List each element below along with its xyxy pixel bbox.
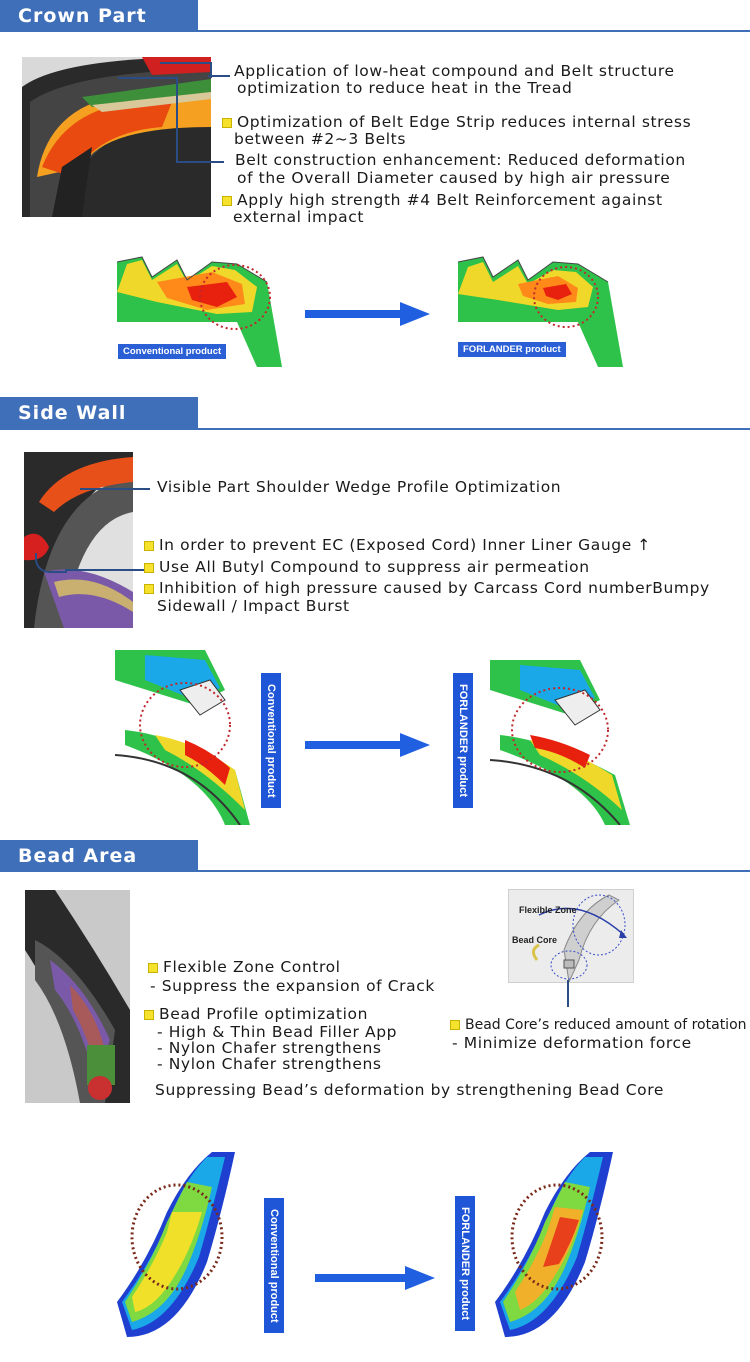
side-text-4a: Inhibition of high pressure caused by Ca… [144, 579, 710, 597]
bead-section-divider [0, 870, 750, 872]
bead-text-2d: - Nylon Chafer strengthens [157, 1055, 382, 1073]
side-fea-conventional-image [115, 650, 250, 825]
bead-arrow-icon [315, 1266, 435, 1290]
side-leader-line-2 [35, 553, 67, 573]
crown-text-2b: between #2~3 Belts [234, 130, 407, 148]
side-text-4b: Sidewall / Impact Burst [157, 597, 350, 615]
crown-badge-conventional: Conventional product [117, 343, 228, 360]
crown-text-3b: of the Overall Diameter caused by high a… [237, 169, 671, 187]
crown-text-1b: optimization to reduce heat in the Tread [237, 79, 573, 97]
side-badge-forlander: FORLANDER product [453, 673, 473, 808]
crown-text-4a: Apply high strength #4 Belt Reinforcemen… [222, 191, 663, 209]
bullet-icon [148, 962, 158, 973]
bead-badge-conventional: Conventional product [264, 1198, 284, 1333]
side-section-divider [0, 428, 750, 430]
side-text-2: In order to prevent EC (Exposed Cord) In… [144, 536, 651, 554]
side-text-3: Use All Butyl Compound to suppress air p… [144, 558, 590, 576]
bead-tire-cutaway-image [25, 890, 130, 1103]
bead-text-3: Suppressing Bead’s deformation by streng… [155, 1081, 665, 1099]
crown-arrow-icon [305, 302, 430, 326]
side-arrow-icon [305, 733, 430, 757]
bead-diagram-leader-line [567, 980, 569, 1007]
side-fea-forlander-image [490, 660, 630, 825]
side-section-title: Side Wall [0, 397, 198, 429]
side-leader-line-2b [65, 569, 145, 571]
crown-text-4b: external impact [233, 208, 365, 226]
bead-text-1a: Flexible Zone Control [148, 958, 341, 976]
crown-leader-line-1b [208, 75, 230, 77]
crown-leader-line-3 [176, 77, 178, 163]
crown-text-2a: Optimization of Belt Edge Strip reduces … [222, 113, 691, 131]
bead-section-title: Bead Area [0, 840, 198, 872]
bead-right-text-1: Bead Core’s reduced amount of rotation [450, 1016, 747, 1034]
crown-leader-line-2 [118, 77, 178, 165]
bead-fea-conventional-image [117, 1152, 242, 1337]
side-text-1: Visible Part Shoulder Wedge Profile Opti… [157, 478, 562, 496]
crown-tire-cutaway-image [22, 57, 211, 217]
bead-diagram-core-label: Bead Core [512, 935, 558, 945]
crown-text-1a: Application of low-heat compound and Bel… [234, 62, 675, 80]
bead-text-2a: Bead Profile optimization [144, 1005, 368, 1023]
bead-diagram-flexible-label: Flexible Zone [519, 905, 577, 915]
bead-text-2c: - Nylon Chafer strengthens [157, 1039, 382, 1057]
crown-section-title: Crown Part [0, 0, 198, 32]
bullet-icon [450, 1020, 460, 1030]
bullet-icon [222, 195, 232, 206]
crown-fea-conventional-image [117, 252, 287, 367]
bullet-icon [144, 562, 154, 573]
crown-section-divider [0, 30, 750, 32]
side-leader-line-1 [80, 488, 150, 490]
bead-text-2b: - High & Thin Bead Filler App [157, 1023, 398, 1041]
bullet-icon [144, 1009, 154, 1020]
bead-badge-forlander: FORLANDER product [455, 1196, 475, 1331]
crown-badge-forlander: FORLANDER product [457, 341, 567, 358]
bullet-icon [144, 583, 154, 594]
crown-leader-line-3b [176, 161, 224, 163]
crown-leader-line-1 [160, 62, 212, 78]
bead-core-diagram: Flexible Zone Bead Core [508, 889, 634, 983]
bead-fea-forlander-image [495, 1152, 620, 1337]
side-tire-cutaway-image [24, 452, 133, 628]
bullet-icon [144, 540, 154, 551]
crown-text-3a: Belt construction enhancement: Reduced d… [235, 151, 686, 169]
bead-right-text-2: - Minimize deformation force [452, 1034, 692, 1052]
bead-text-1b: - Suppress the expansion of Crack [150, 977, 435, 995]
crown-fea-forlander-image [458, 252, 628, 367]
bullet-icon [222, 117, 232, 128]
side-badge-conventional: Conventional product [261, 673, 281, 808]
